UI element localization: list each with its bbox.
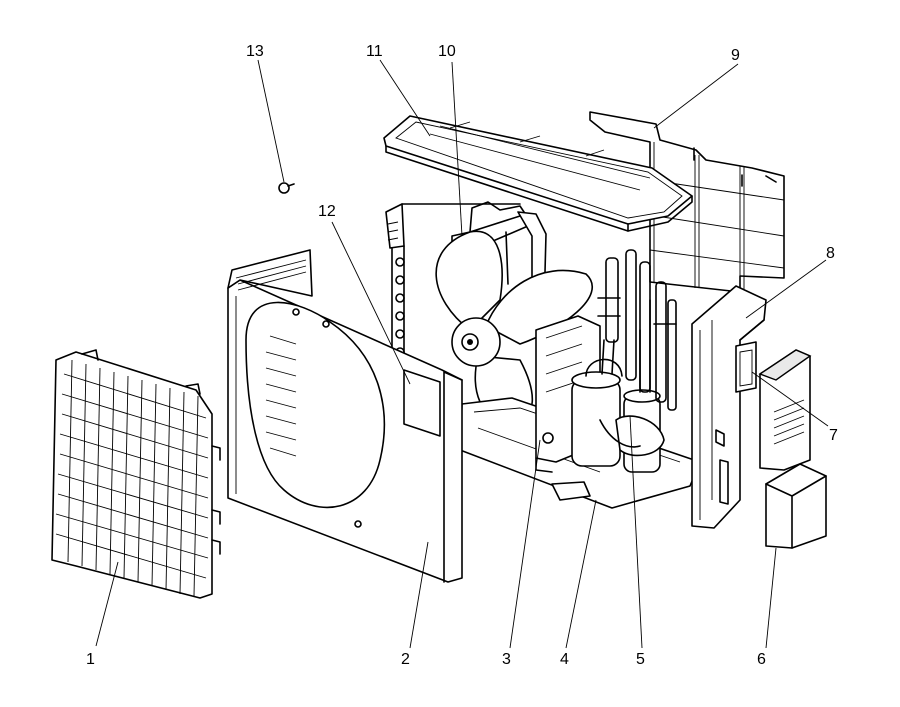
fastening-screw	[278, 182, 295, 194]
front-fan-grille	[51, 349, 221, 599]
compressor-assembly	[571, 249, 677, 473]
top-panel	[383, 115, 693, 232]
rear-wire-grille	[589, 111, 785, 293]
side-panel	[691, 285, 767, 529]
front-panel	[227, 249, 463, 583]
callout-2: 2	[401, 651, 410, 668]
callout-8: 8	[826, 245, 835, 262]
leader-lines	[95, 59, 829, 649]
callout-5: 5	[636, 651, 645, 668]
service-panel	[735, 341, 757, 393]
callout-7: 7	[829, 427, 838, 444]
callout-10: 10	[438, 43, 456, 60]
callout-3: 3	[502, 651, 511, 668]
callout-11: 11	[366, 43, 383, 60]
callout-4: 4	[560, 651, 569, 668]
callout-13: 13	[246, 43, 264, 60]
right-side-cover	[758, 349, 827, 549]
callout-12: 12	[318, 203, 336, 220]
callout-9: 9	[731, 47, 740, 64]
fan-blades	[435, 230, 594, 425]
callout-1: 1	[86, 651, 95, 668]
callout-labels: 13 11 10 9 12 8 7 1 2 3 4 5 6	[86, 43, 838, 668]
callout-6: 6	[757, 651, 766, 668]
